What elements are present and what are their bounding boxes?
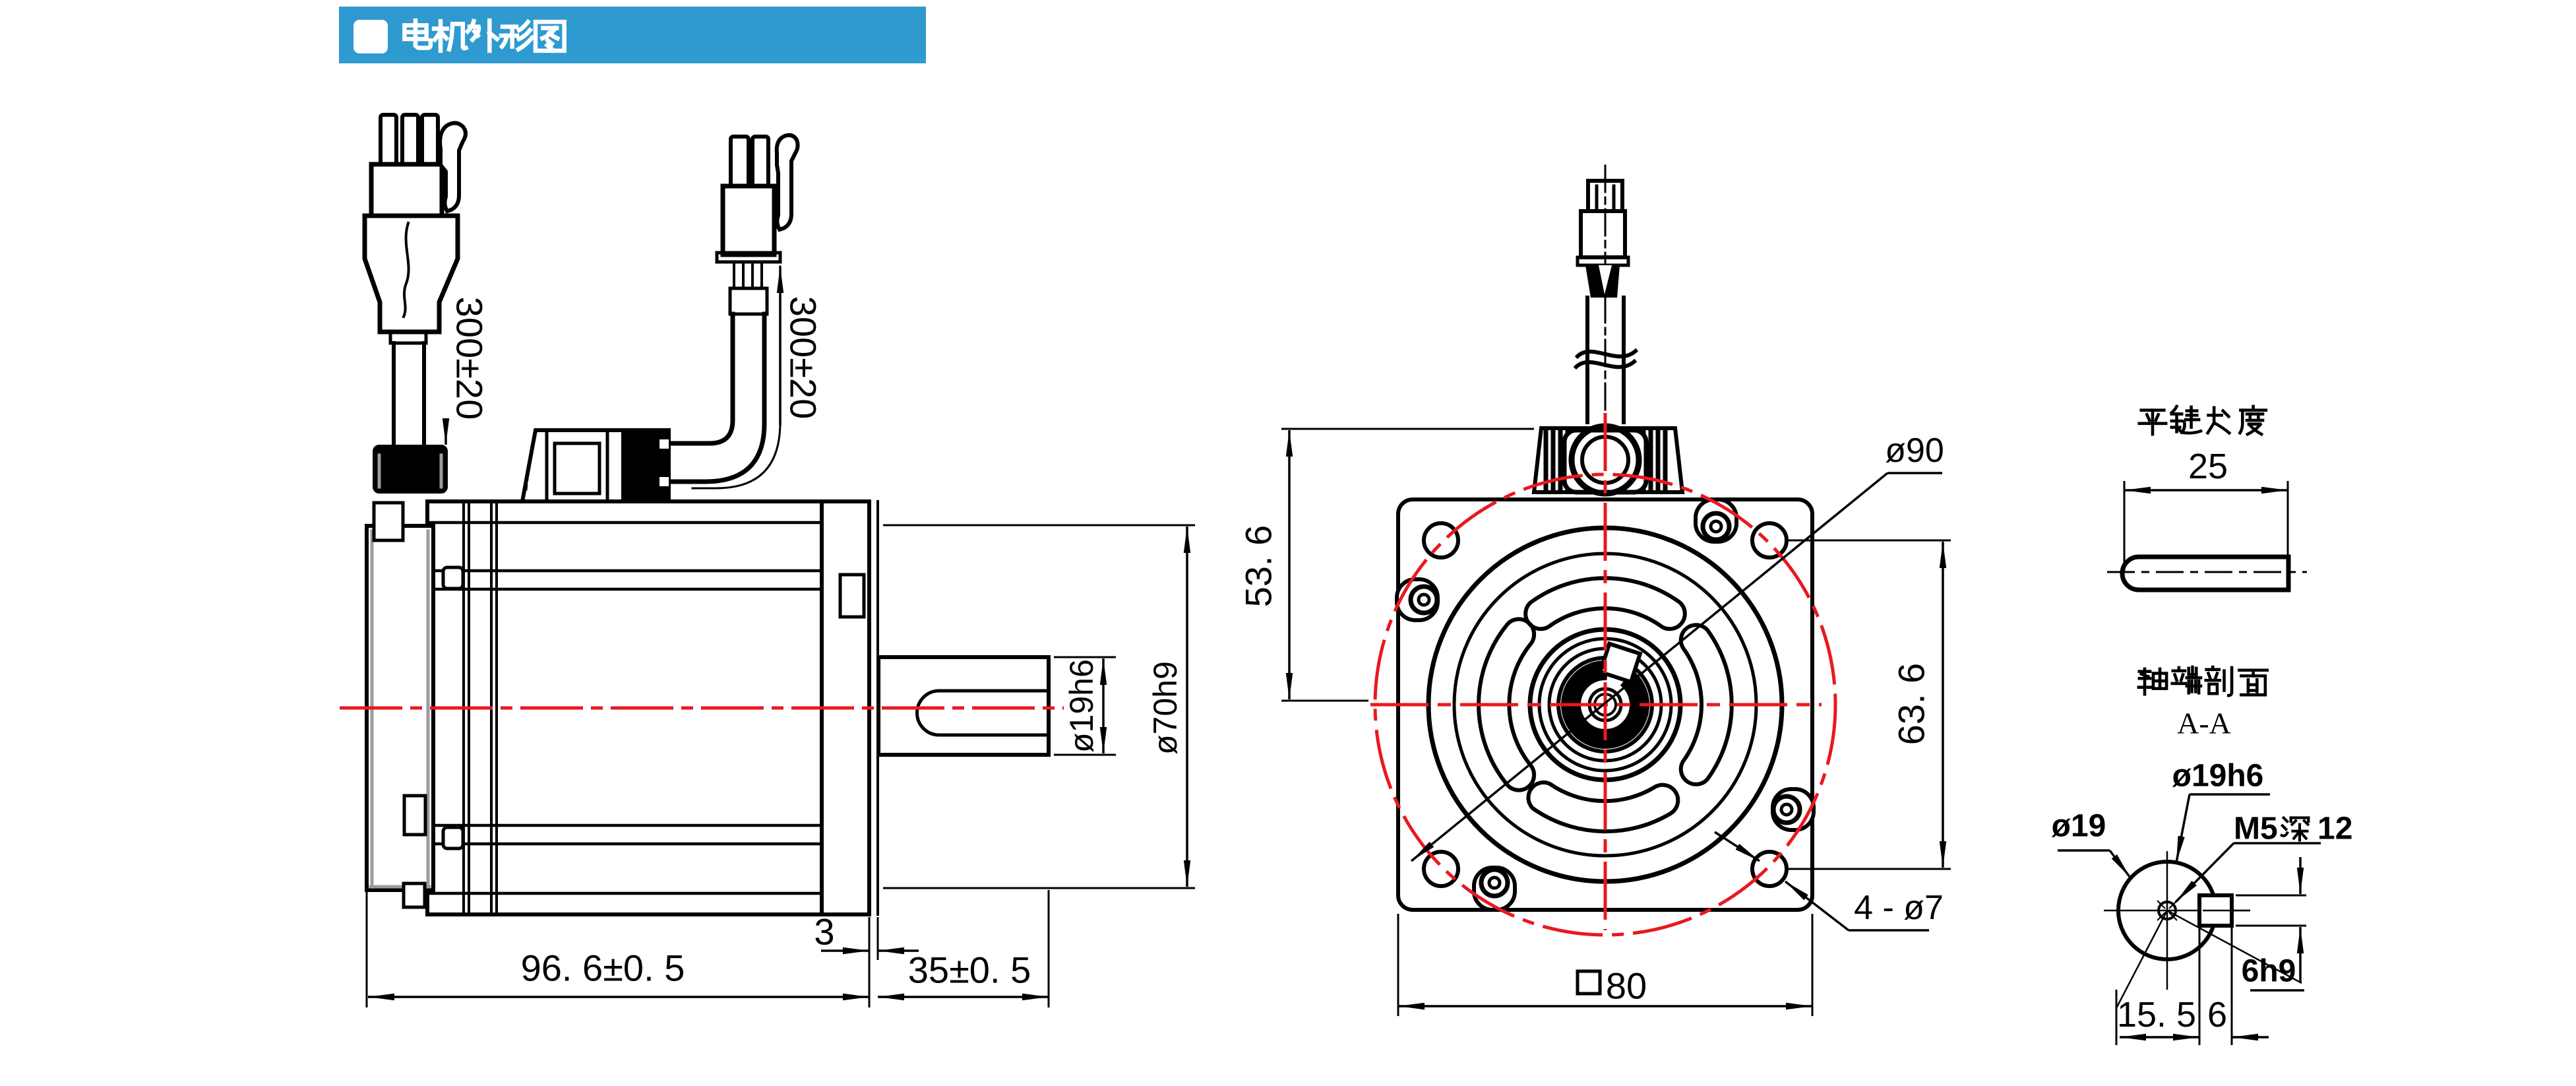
svg-text:12: 12 — [2317, 812, 2352, 846]
svg-text:ø70h9: ø70h9 — [1147, 661, 1184, 755]
svg-text:6h9: 6h9 — [2242, 954, 2296, 989]
svg-text:3: 3 — [814, 911, 834, 953]
svg-text:300±20: 300±20 — [449, 297, 491, 420]
svg-text:15. 5: 15. 5 — [2117, 995, 2196, 1035]
svg-text:300±20: 300±20 — [783, 296, 824, 419]
svg-text:6: 6 — [2207, 995, 2227, 1035]
svg-text:4 - ø7: 4 - ø7 — [1854, 889, 1944, 927]
svg-text:96. 6±0. 5: 96. 6±0. 5 — [521, 947, 685, 989]
svg-text:35±0. 5: 35±0. 5 — [908, 949, 1031, 991]
svg-text:80: 80 — [1606, 965, 1647, 1007]
svg-text:ø19h6: ø19h6 — [1063, 659, 1100, 753]
svg-text:ø90: ø90 — [1885, 431, 1944, 470]
svg-text:M5: M5 — [2234, 812, 2278, 846]
svg-text:ø19h6: ø19h6 — [2172, 759, 2264, 794]
svg-text:63. 6: 63. 6 — [1891, 663, 1932, 746]
svg-text:A-A: A-A — [2177, 707, 2231, 740]
svg-text:53. 6: 53. 6 — [1238, 525, 1279, 608]
svg-text:25: 25 — [2188, 447, 2228, 486]
svg-text:ø19: ø19 — [2052, 809, 2106, 844]
